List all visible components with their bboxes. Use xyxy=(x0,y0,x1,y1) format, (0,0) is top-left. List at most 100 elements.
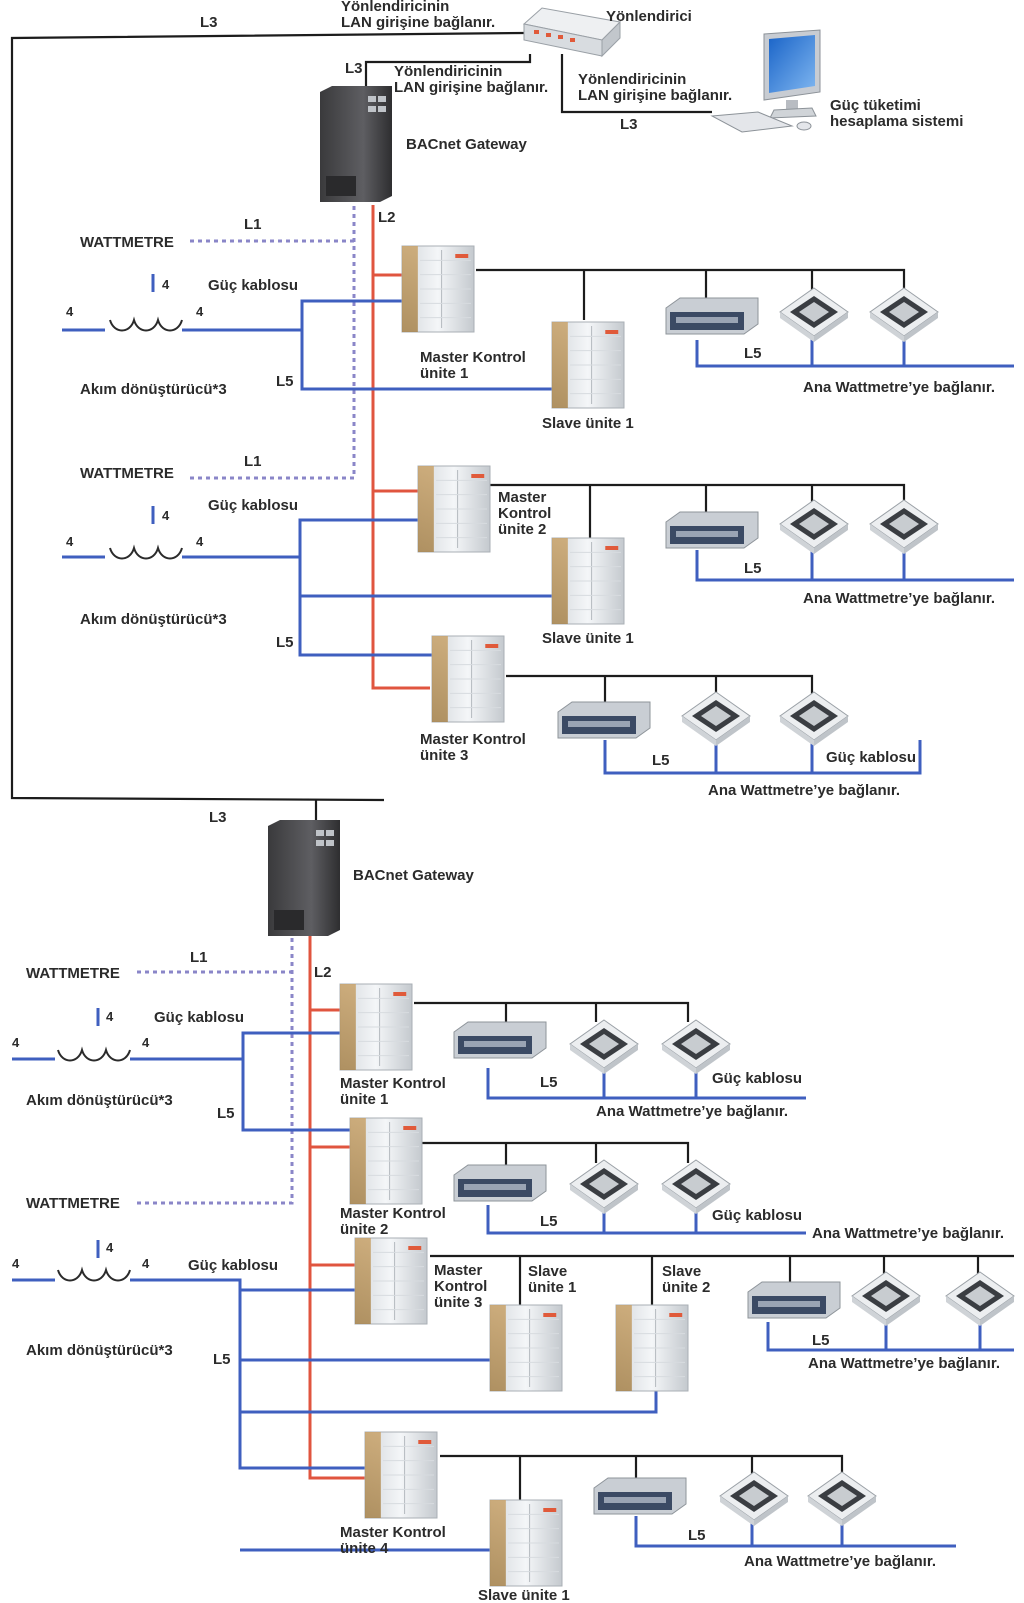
l5-top-3 xyxy=(603,740,922,775)
wiring xyxy=(10,31,1014,1552)
l5-label-bottom-2: L5 xyxy=(213,1351,231,1368)
l5-label-bottom-1: L5 xyxy=(217,1105,235,1122)
four-label-b2b: 4 xyxy=(12,1256,20,1271)
power-cable-label-top-2: Güç kablosu xyxy=(208,497,298,514)
gateway-label-bottom: BACnet Gateway xyxy=(353,867,475,884)
l2-label-top: L2 xyxy=(378,209,396,226)
l3-label-3: L3 xyxy=(620,116,638,133)
lan-label-3-line2: LAN girişine bağlanır. xyxy=(578,87,732,104)
power-cable-label-bottom-3: Güç kablosu xyxy=(712,1207,802,1224)
duct-unit-top-3 xyxy=(557,701,651,739)
blue-ct2-master3 xyxy=(298,596,432,657)
outdoor-unit-bottom-master-2 xyxy=(349,1117,423,1205)
lan-label-3-line1: Yönlendiricinin xyxy=(578,71,686,88)
outdoor-unit-bottom-slave-1 xyxy=(489,1304,563,1392)
ana-label-bottom-1: Ana Wattmetre’ye bağlanır. xyxy=(596,1103,788,1120)
l5-top-1 xyxy=(695,340,1014,368)
wattmetre-label-top-2: WATTMETRE xyxy=(80,465,174,482)
l5-label-top-2: L5 xyxy=(276,634,294,651)
computer-label-line2: hesaplama sistemi xyxy=(830,113,963,130)
ana-label-top-2: Ana Wattmetre’ye bağlanır. xyxy=(803,590,995,607)
master2-label-line3: ünite 2 xyxy=(498,521,546,538)
wattmetre-label-bottom-2: WATTMETRE xyxy=(26,1195,120,1212)
blue-ct1-slave xyxy=(300,330,552,391)
cassette-unit-bottom-3b xyxy=(945,1271,1015,1326)
power-cable-label-top-3: Güç kablosu xyxy=(826,749,916,766)
four-label-b1a: 4 xyxy=(106,1009,114,1024)
l5-label-bottom-4: L5 xyxy=(540,1213,558,1230)
l5-label-top-1: L5 xyxy=(276,373,294,390)
ana-label-bottom-4: Ana Wattmetre’ye bağlanır. xyxy=(744,1553,936,1570)
cassette-unit-bottom-3a xyxy=(851,1271,921,1326)
wattmetre-label-top-1: WATTMETRE xyxy=(80,234,174,251)
bslave-a-label-line2: ünite 1 xyxy=(528,1279,576,1296)
ctrl-bot-1 xyxy=(414,1001,690,1022)
outdoor-unit-bottom-master-4 xyxy=(364,1431,438,1519)
l2-label-bottom: L2 xyxy=(314,964,332,981)
l1-label-top-1: L1 xyxy=(244,216,262,233)
duct-unit-bottom-4 xyxy=(593,1477,687,1515)
blue-ct2-right xyxy=(182,518,418,559)
current-transformer-icon-top-2 xyxy=(109,544,183,560)
l5-bot-1 xyxy=(486,1068,806,1100)
bmaster4-label-line2: ünite 4 xyxy=(340,1540,389,1557)
l5-label-bottom-6: L5 xyxy=(688,1527,706,1544)
lan-label-2-line2: LAN girişine bağlanır. xyxy=(394,79,548,96)
router-icon xyxy=(522,7,622,58)
l5-label-bottom-3: L5 xyxy=(540,1074,558,1091)
bmaster4-label-line1: Master Kontrol xyxy=(340,1524,446,1541)
bslave-b-label-line2: ünite 2 xyxy=(662,1279,710,1296)
l5-label-top-3: L5 xyxy=(744,345,762,362)
four-label-t1a: 4 xyxy=(162,277,170,292)
cassette-unit-top-2a xyxy=(779,499,849,554)
bmaster3-label-line1: Master xyxy=(434,1262,483,1279)
cassette-unit-top-3b xyxy=(779,691,849,746)
computer-label-line1: Güç tüketimi xyxy=(830,97,921,114)
power-cable-label-bottom-2: Güç kablosu xyxy=(712,1070,802,1087)
outdoor-unit-bottom-slave-2 xyxy=(615,1304,689,1392)
cassette-unit-bottom-2a xyxy=(569,1159,639,1214)
wattmetre-label-bottom-1: WATTMETRE xyxy=(26,965,120,982)
blue-ct2-slave xyxy=(298,557,552,598)
slave-label-top-1: Slave ünite 1 xyxy=(542,415,634,432)
l3-line-main xyxy=(10,31,525,802)
l1-line-bottom-2 xyxy=(137,935,294,1205)
l5-label-top-4: L5 xyxy=(744,560,762,577)
four-label-t2a: 4 xyxy=(162,508,170,523)
outdoor-unit-slave-1 xyxy=(551,321,625,409)
l5-label-top-5: L5 xyxy=(652,752,670,769)
outdoor-unit-slave-2 xyxy=(551,537,625,625)
ctrl-top-1 xyxy=(476,268,906,300)
transformers xyxy=(57,316,183,1282)
bmaster2-label-line2: ünite 2 xyxy=(340,1221,388,1238)
four-label-b2c: 4 xyxy=(142,1256,150,1271)
four-label-t2c: 4 xyxy=(196,534,204,549)
ana-label-bottom-3: Ana Wattmetre’ye bağlanır. xyxy=(808,1355,1000,1372)
l3-line-gateway-top xyxy=(364,54,532,92)
cassette-unit-top-1a xyxy=(779,287,849,342)
ana-label-top-3: Ana Wattmetre’ye bağlanır. xyxy=(708,782,900,799)
bacnet-gateway-icon-bottom xyxy=(268,820,340,936)
lan-label-1-line1: Yönlendiricinin xyxy=(341,0,449,15)
master2-label-line1: Master xyxy=(498,489,547,506)
blue-ct1-right xyxy=(182,299,402,332)
l2-bus-top xyxy=(371,205,430,690)
bmaster1-label-line1: Master Kontrol xyxy=(340,1075,446,1092)
cassette-unit-bottom-1a xyxy=(569,1019,639,1074)
master3-label-line1: Master Kontrol xyxy=(420,731,526,748)
bmaster1-label-line2: ünite 1 xyxy=(340,1091,388,1108)
four-label-t2b: 4 xyxy=(66,534,74,549)
outdoor-unit-master-2 xyxy=(417,465,491,553)
slave-label-top-2: Slave ünite 1 xyxy=(542,630,634,647)
l5-bot-3 xyxy=(766,1322,1014,1352)
l5-bot-2 xyxy=(486,1205,806,1235)
four-label-b1c: 4 xyxy=(142,1035,150,1050)
bmaster2-label-line1: Master Kontrol xyxy=(340,1205,446,1222)
cassette-unit-top-1b xyxy=(869,287,939,342)
bslave-a-label-line1: Slave xyxy=(528,1263,567,1280)
ctrl-top-2 xyxy=(490,483,906,510)
master3-label-line2: ünite 3 xyxy=(420,747,468,764)
bslave-c-label: Slave ünite 1 xyxy=(478,1587,570,1603)
blue-bct2-s2 xyxy=(240,1380,658,1414)
